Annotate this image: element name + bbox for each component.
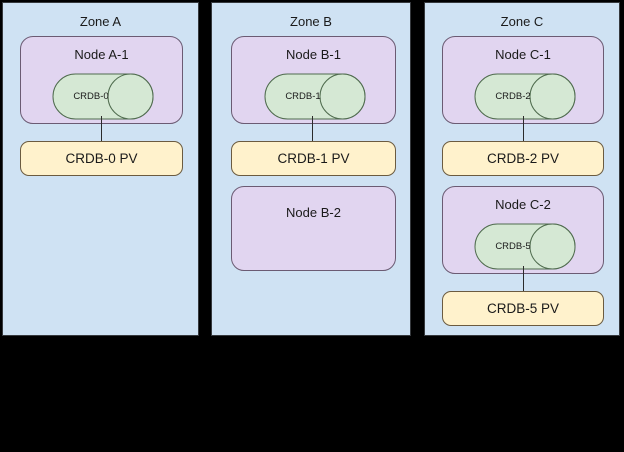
pod-crdb-2-label: CRDB-2 [495,91,531,102]
connector-node-b-1-to-crdb-1-pv [312,116,313,141]
pod-crdb-1-label: CRDB-1 [285,91,321,102]
zone-b-title: Zone B [290,14,332,29]
pod-crdb-5-label: CRDB-5 [495,241,531,252]
pod-crdb-2[interactable]: CRDB-2 [474,73,576,120]
zone-a[interactable]: Zone A Node A-1 CRDB-0 CRDB-0 PV [2,2,199,336]
node-a-1[interactable]: Node A-1 CRDB-0 [20,36,183,124]
node-b-1[interactable]: Node B-1 CRDB-1 [231,36,396,124]
pod-crdb-0[interactable]: CRDB-0 [52,73,154,120]
pv-crdb-5-label: CRDB-5 PV [486,301,559,316]
node-b-2-title: Node B-2 [286,205,341,220]
pod-crdb-5[interactable]: CRDB-5 [474,223,576,270]
zone-c-title: Zone C [500,14,544,29]
node-c-2[interactable]: Node C-2 CRDB-5 [442,186,604,274]
connector-node-c-1-to-crdb-2-pv [523,116,524,141]
connector-node-c-2-to-crdb-5-pv [523,266,524,291]
pv-crdb-5[interactable]: CRDB-5 PV [442,291,604,326]
pv-crdb-0-label: CRDB-0 PV [65,151,138,166]
pod-crdb-1[interactable]: CRDB-1 [264,73,366,120]
zone-a-title: Zone A [79,14,122,29]
pv-crdb-2[interactable]: CRDB-2 PV [442,141,604,176]
connector-node-a-1-to-crdb-0-pv [101,116,102,141]
node-b-1-title: Node B-1 [286,47,341,62]
pod-crdb-0-label: CRDB-0 [73,91,109,102]
zone-b[interactable]: Zone B Node B-1 CRDB-1 CRDB-1 PV Node B-… [211,2,411,336]
node-a-1-title: Node A-1 [74,47,129,62]
pv-crdb-1[interactable]: CRDB-1 PV [231,141,396,176]
node-c-1-title: Node C-1 [495,47,551,62]
node-c-2-title: Node C-2 [495,197,551,212]
node-b-2[interactable]: Node B-2 [231,186,396,271]
zone-c[interactable]: Zone C Node C-1 CRDB-2 CRDB-2 PV Node C-… [424,2,620,336]
node-c-1[interactable]: Node C-1 CRDB-2 [442,36,604,124]
pv-crdb-2-label: CRDB-2 PV [486,151,559,166]
pv-crdb-1-label: CRDB-1 PV [277,151,350,166]
pv-crdb-0[interactable]: CRDB-0 PV [20,141,183,176]
